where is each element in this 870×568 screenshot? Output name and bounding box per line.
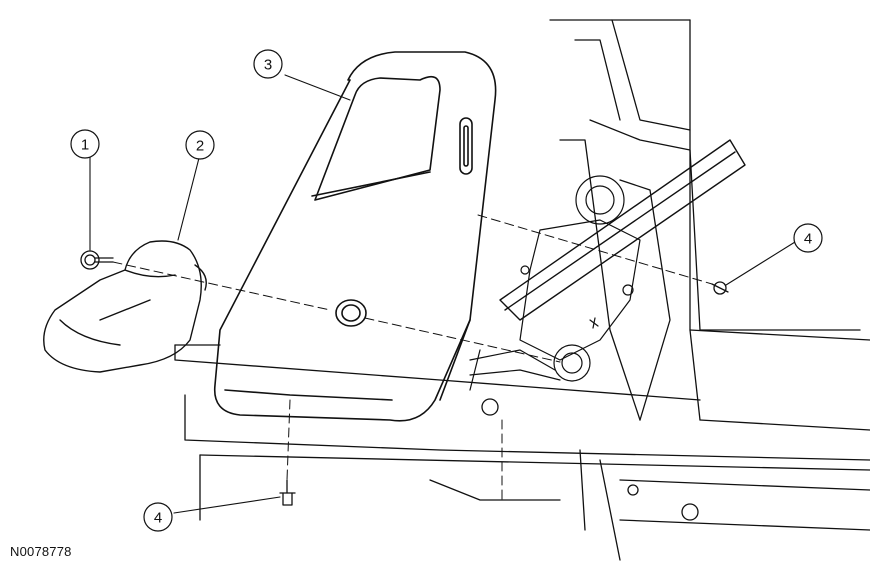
adjuster-knob xyxy=(43,240,207,373)
callout-label: 4 xyxy=(804,231,812,248)
pin-type-retainer-bottom xyxy=(279,479,296,506)
callout-label: 1 xyxy=(81,137,89,154)
screw xyxy=(80,250,114,270)
figure-id: N0078778 xyxy=(10,544,72,559)
seat-belt-webbing xyxy=(499,139,746,321)
callout-3: 3 xyxy=(253,49,283,79)
callout-4-bottom: 4 xyxy=(143,502,173,532)
seat-adjuster-mechanism xyxy=(469,175,641,391)
pin-type-retainer-right xyxy=(711,281,729,295)
callout-4-right: 4 xyxy=(793,223,823,253)
callout-label: 4 xyxy=(154,510,162,527)
callout-label: 3 xyxy=(264,57,272,74)
callout-leaders xyxy=(89,74,796,514)
callout-label: 2 xyxy=(196,138,204,155)
callout-1: 1 xyxy=(70,129,100,159)
callout-2: 2 xyxy=(185,130,215,160)
vehicle-body-structure xyxy=(174,19,870,561)
alignment-lines xyxy=(112,214,713,501)
trim-panel xyxy=(213,51,497,422)
